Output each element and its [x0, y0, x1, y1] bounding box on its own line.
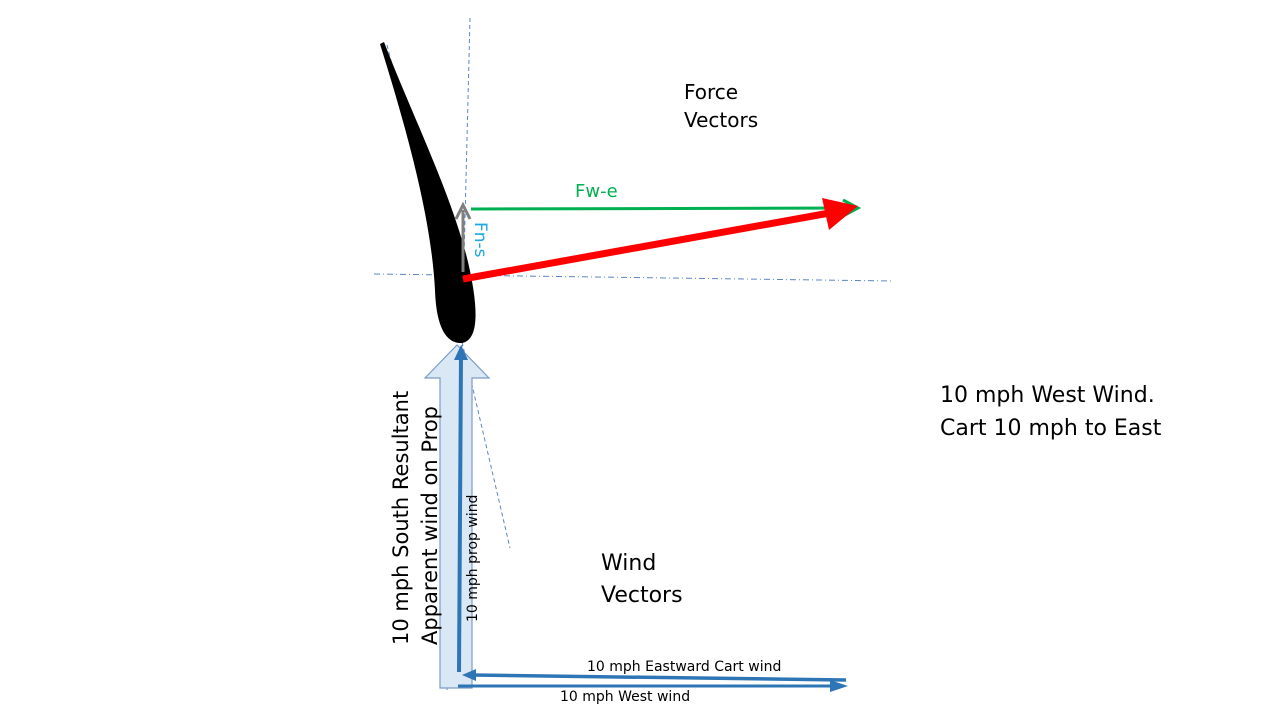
scenario-label: 10 mph West Wind.	[940, 383, 1155, 408]
west-wind-label: 10 mph West wind	[560, 689, 690, 705]
prop-wind-vector	[454, 345, 468, 673]
west-wind-vector	[458, 680, 848, 692]
propeller-blade	[380, 42, 476, 344]
fw-e-label: Fw-e	[575, 181, 618, 202]
fw-e-vector	[470, 198, 862, 218]
apparent-wind-arrow	[423, 344, 491, 689]
resultant-wind-label-2: Apparent wind on Prop	[418, 406, 442, 645]
scenario-label-2: Cart 10 mph to East	[940, 416, 1162, 441]
cart-wind-label: 10 mph Eastward Cart wind	[587, 659, 781, 675]
prop-wind-label: 10 mph prop wind	[465, 495, 481, 622]
fn-s-label: Fn-s	[470, 222, 490, 258]
resultant-force-vector	[462, 198, 858, 283]
cart-wind-vector	[462, 669, 847, 682]
force-vectors-label: Force	[684, 80, 738, 104]
fn-s-vector	[454, 201, 472, 272]
wind-vectors-label: Wind	[601, 551, 656, 576]
resultant-wind-label: 10 mph South Resultant	[389, 391, 413, 645]
wind-vectors-label-2: Vectors	[601, 583, 683, 608]
force-vectors-label-2: Vectors	[684, 108, 758, 132]
